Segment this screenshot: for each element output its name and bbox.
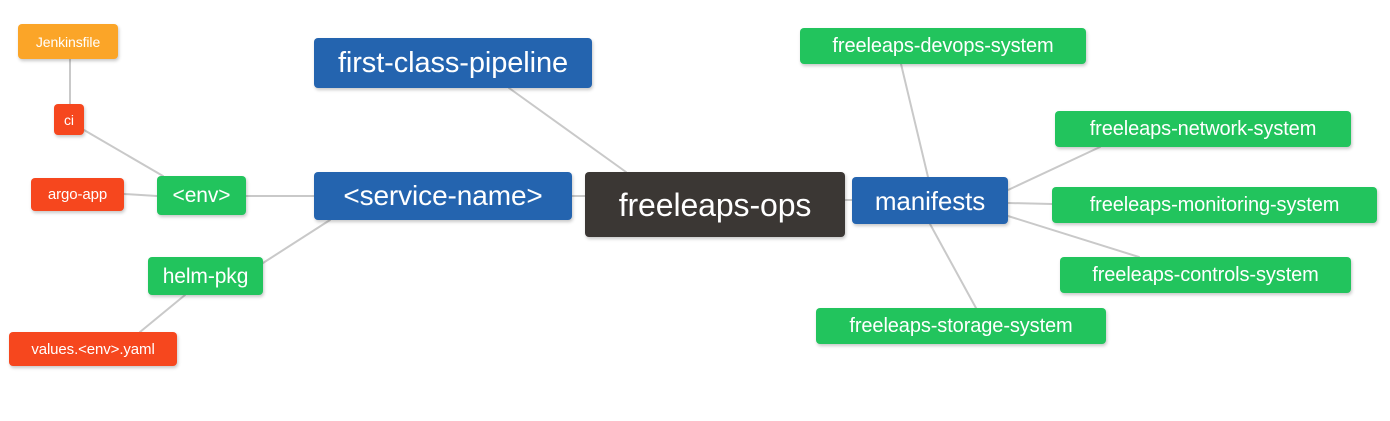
node-label: freeleaps-storage-system [849, 315, 1073, 337]
node-first-class-pipeline[interactable]: first-class-pipeline [314, 38, 592, 88]
node-env[interactable]: <env> [157, 176, 246, 215]
edge-manifests-to-freeleaps-monitoring-system [1007, 202, 1053, 205]
node-jenkinsfile[interactable]: Jenkinsfile [18, 24, 118, 59]
node-freeleaps-storage-system[interactable]: freeleaps-storage-system [816, 308, 1106, 344]
node-label: Jenkinsfile [35, 33, 101, 50]
node-helm-pkg[interactable]: helm-pkg [148, 257, 263, 295]
node-label: manifests [874, 185, 986, 216]
node-label: freeleaps-monitoring-system [1089, 194, 1340, 216]
node-service-name[interactable]: <service-name> [314, 172, 572, 220]
node-label: freeleaps-devops-system [832, 35, 1054, 57]
node-label: freeleaps-ops [618, 186, 812, 223]
node-freeleaps-monitoring-system[interactable]: freeleaps-monitoring-system [1052, 187, 1377, 223]
edge-manifests-to-freeleaps-network-system [1007, 146, 1101, 191]
edge-argo-app-to-env [123, 193, 158, 197]
node-label: freeleaps-controls-system [1092, 264, 1319, 286]
node-values-yaml[interactable]: values.<env>.yaml [9, 332, 177, 366]
node-freeleaps-devops-system[interactable]: freeleaps-devops-system [800, 28, 1086, 64]
edge-first-class-pipeline-to-freeleaps-ops [508, 87, 627, 173]
node-argo-app[interactable]: argo-app [31, 178, 124, 211]
edge-manifests-to-freeleaps-devops-system [900, 63, 929, 178]
node-label: <service-name> [343, 180, 543, 211]
node-label: first-class-pipeline [337, 46, 569, 79]
node-label: argo-app [47, 186, 108, 203]
node-freeleaps-controls-system[interactable]: freeleaps-controls-system [1060, 257, 1351, 293]
edge-manifests-to-freeleaps-storage-system [929, 223, 977, 309]
edge-values-yaml-to-helm-pkg [139, 294, 186, 333]
node-ci[interactable]: ci [54, 104, 84, 135]
node-freeleaps-network-system[interactable]: freeleaps-network-system [1055, 111, 1351, 147]
node-manifests[interactable]: manifests [852, 177, 1008, 224]
node-label: values.<env>.yaml [31, 340, 155, 358]
edge-ci-to-env [83, 129, 164, 177]
node-label: helm-pkg [162, 264, 249, 288]
node-label: ci [64, 111, 74, 128]
node-label: <env> [172, 184, 231, 207]
edge-helm-pkg-to-service-name [262, 219, 331, 264]
node-freeleaps-ops[interactable]: freeleaps-ops [585, 172, 845, 237]
node-label: freeleaps-network-system [1089, 118, 1317, 140]
